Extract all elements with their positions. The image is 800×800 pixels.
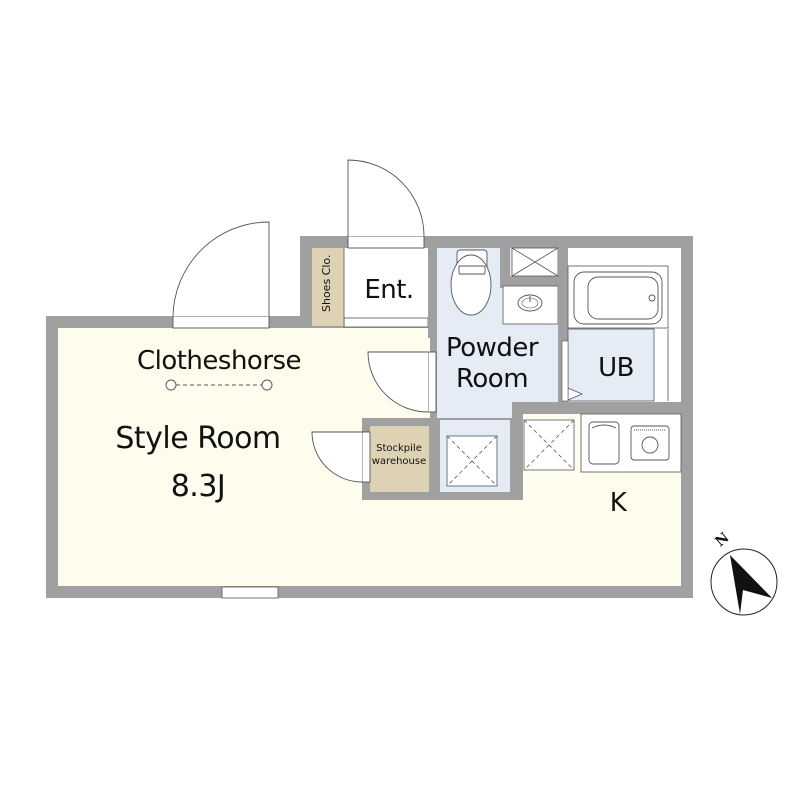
shoes-closet-label: Shoes Clo. [320,254,333,312]
stockpile-label-line1: Stockpile [376,443,422,454]
stove-icon [630,425,670,461]
stockpile-label-line2: warehouse [371,456,427,467]
entrance-step [343,317,429,328]
entrance-floor [344,248,428,326]
unit-bath-label: UB [598,353,634,383]
shoes-closet-floor [312,248,344,326]
doors [172,159,437,483]
stockpile-floor [370,426,429,492]
window [221,586,279,599]
style-room-name: Style Room [115,421,281,456]
clotheshorse-pole [165,379,273,391]
kitchen-sink-icon [588,421,620,465]
kitchen-label: K [609,488,627,518]
compass-icon [710,548,778,616]
style-room-floor [58,328,681,586]
wash-basin-icon [517,294,543,312]
unit-bath-floor [567,328,655,402]
clotheshorse-label: Clotheshorse [136,346,302,376]
toilet-icon [450,249,492,316]
powder-room-label-line2: Room [455,364,529,394]
style-room-size: 8.3J [170,469,226,504]
powder-room-label-line1: Powder [445,333,539,363]
entrance-label: Ent. [364,275,414,305]
bathtub-icon [573,271,663,325]
